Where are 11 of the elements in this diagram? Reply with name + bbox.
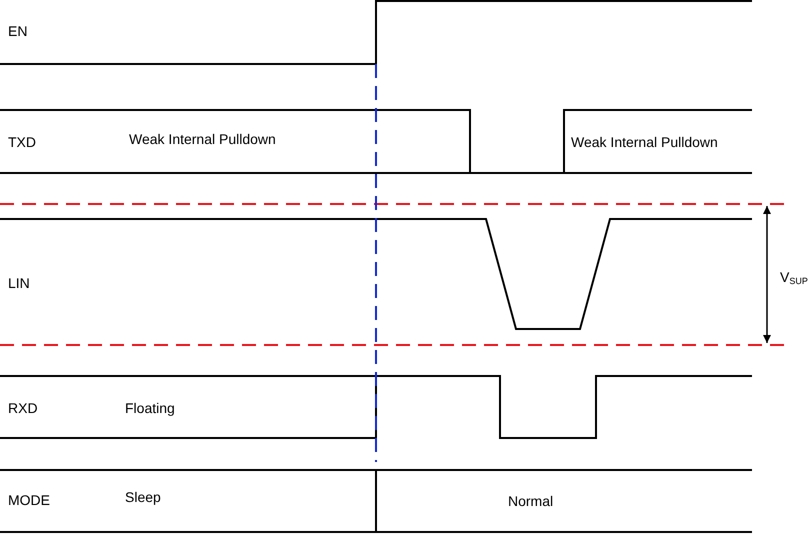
- state-label: Floating: [125, 400, 175, 416]
- signal-name: EN: [8, 23, 28, 39]
- state-label: Normal: [508, 493, 554, 509]
- state-label: Weak Internal Pulldown: [571, 134, 718, 150]
- dimension-label: V$_{SUP}$: [780, 269, 808, 288]
- signal-name: TXD: [8, 134, 36, 150]
- state-label: Weak Internal Pulldown: [129, 131, 276, 147]
- signal-name: MODE: [8, 492, 50, 508]
- signal-name: LIN: [8, 275, 30, 291]
- state-label: Sleep: [125, 489, 161, 505]
- signal-name: RXD: [8, 400, 38, 416]
